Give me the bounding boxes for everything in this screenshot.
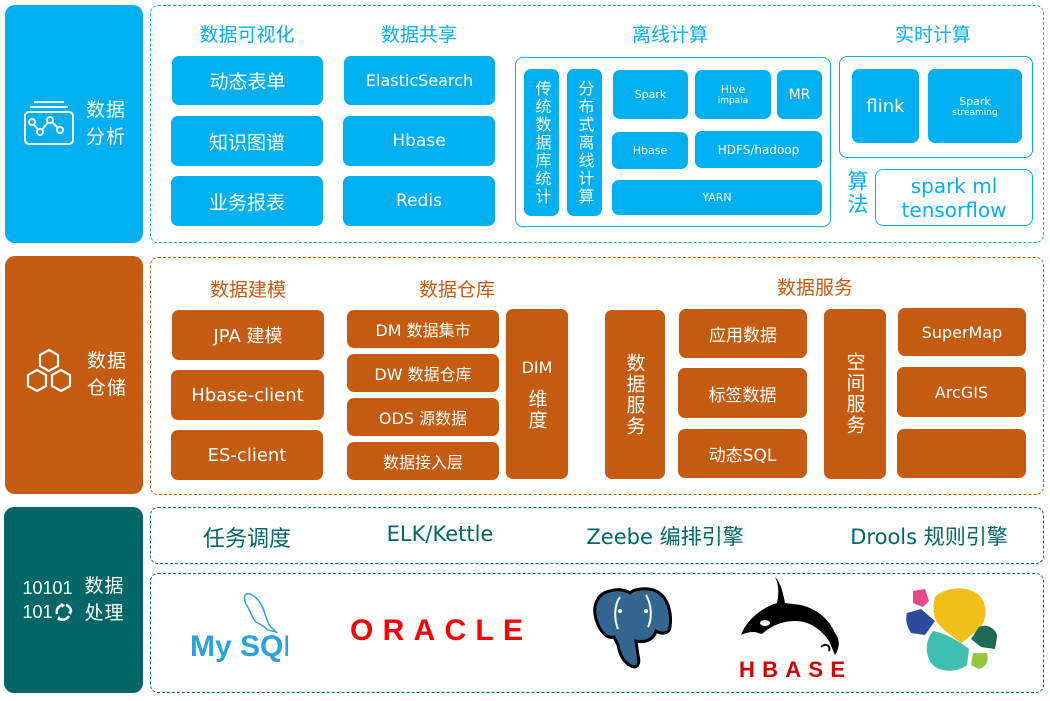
oracle-logo: ORACLE: [350, 610, 535, 650]
oracle-text: ORACLE: [350, 614, 525, 647]
group-title-service: 数据服务: [776, 277, 853, 299]
chart-dashboard-icon: [22, 98, 76, 150]
layer-analysis-title-line2: 分析: [85, 126, 126, 148]
item-dw-warehouse[interactable]: DW 数据仓库: [347, 354, 499, 392]
streaming-label: streaming: [952, 107, 998, 118]
item-spatial-service[interactable]: 空间服务: [824, 309, 886, 479]
item-business-report[interactable]: 业务报表: [171, 176, 323, 226]
item-hive-impala[interactable]: Hive impala: [695, 70, 771, 119]
analysis-frame: [150, 5, 1044, 243]
dimension-label: 维度: [525, 388, 548, 431]
item-hbase-share[interactable]: Hbase: [343, 116, 495, 166]
item-data-service[interactable]: 数据服务: [605, 310, 665, 479]
tensorflow-label: tensorflow: [901, 197, 1007, 222]
item-dynamic-sql[interactable]: 动态SQL: [678, 429, 807, 478]
hexagon-cluster-icon: [21, 348, 77, 402]
databases-frame: [150, 573, 1044, 693]
group-title-realtime: 实时计算: [894, 24, 971, 46]
realtime-frame: [839, 56, 1033, 158]
offline-frame: [515, 57, 831, 227]
item-application-data[interactable]: 应用数据: [679, 309, 807, 358]
mysql-logo: My SQL: [188, 590, 302, 665]
dim-label: DIM: [521, 357, 553, 377]
spark-ml-label: spark ml: [910, 173, 998, 198]
item-dynamic-form[interactable]: 动态表单: [172, 56, 323, 105]
elastic-logo: [905, 583, 1000, 673]
layer-processing-title-line1: 数据: [84, 575, 125, 597]
item-dim-dimension[interactable]: DIM 维度: [506, 309, 568, 479]
item-redis[interactable]: Redis: [343, 176, 495, 226]
item-yarn[interactable]: YARN: [612, 180, 822, 215]
tool-drools[interactable]: Drools 规则引擎: [850, 525, 1008, 549]
item-spatial-empty[interactable]: [897, 429, 1026, 478]
item-jpa-modeling[interactable]: JPA 建模: [172, 310, 324, 360]
item-distributed-offline[interactable]: 分布式离线计算: [567, 69, 602, 216]
tool-elk-kettle[interactable]: ELK/Kettle: [386, 522, 494, 546]
item-hbase-offline[interactable]: Hbase: [612, 132, 688, 169]
layer-storage-title-line2: 仓储: [86, 377, 127, 399]
binary-recycle-icon: 10101 101: [22, 578, 73, 622]
hbase-text: HBASE: [739, 657, 845, 682]
storage-frame: [150, 257, 1044, 495]
item-ods-source[interactable]: ODS 源数据: [347, 398, 499, 436]
item-hdfs-hadoop[interactable]: HDFS/hadoop: [695, 131, 822, 168]
postgresql-logo: [590, 583, 675, 673]
item-spark-streaming[interactable]: Spark streaming: [928, 69, 1022, 143]
algorithm-label: 算法: [845, 170, 869, 216]
item-dm-datamart[interactable]: DM 数据集市: [347, 310, 499, 348]
layer-storage-label: 数据 仓储: [5, 256, 143, 494]
tool-zeebe[interactable]: Zeebe 编排引擎: [586, 525, 744, 549]
layer-analysis-label: 数据 分析: [5, 5, 143, 243]
impala-label: impala: [717, 96, 749, 106]
item-traditional-db-stats[interactable]: 传统数据库统计: [524, 69, 559, 216]
layer-storage-title-line1: 数据: [86, 350, 127, 372]
item-tag-data[interactable]: 标签数据: [678, 368, 807, 418]
layer-processing-title-line2: 处理: [84, 602, 125, 624]
group-title-sharing: 数据共享: [380, 24, 457, 46]
spark-label: Spark: [959, 94, 991, 108]
tools-frame: [150, 507, 1044, 564]
item-hbase-client[interactable]: Hbase-client: [171, 370, 324, 420]
item-spark[interactable]: Spark: [613, 70, 688, 119]
layer-analysis-title-line1: 数据: [85, 99, 126, 121]
item-supermap[interactable]: SuperMap: [898, 308, 1026, 356]
hive-label: Hive: [720, 83, 746, 96]
item-arcgis[interactable]: ArcGIS: [897, 367, 1026, 417]
item-knowledge-graph[interactable]: 知识图谱: [171, 116, 323, 166]
hbase-logo: HBASE: [735, 575, 850, 685]
item-mr[interactable]: MR: [777, 70, 822, 119]
item-flink[interactable]: flink: [852, 69, 919, 143]
item-elasticsearch[interactable]: ElasticSearch: [344, 56, 495, 105]
item-es-client[interactable]: ES-client: [171, 430, 323, 480]
item-algorithm-libs[interactable]: spark ml tensorflow: [875, 169, 1033, 226]
tool-task-scheduling[interactable]: 任务调度: [202, 527, 291, 552]
mysql-text: My SQL: [190, 630, 288, 663]
group-title-visualization: 数据可视化: [199, 24, 295, 46]
layer-processing-label: 10101 101 数据 处理: [4, 507, 143, 693]
group-title-modeling: 数据建模: [209, 279, 286, 301]
group-title-offline: 离线计算: [631, 24, 708, 46]
item-data-ingestion[interactable]: 数据接入层: [347, 442, 499, 480]
group-title-warehouse: 数据仓库: [418, 279, 495, 301]
